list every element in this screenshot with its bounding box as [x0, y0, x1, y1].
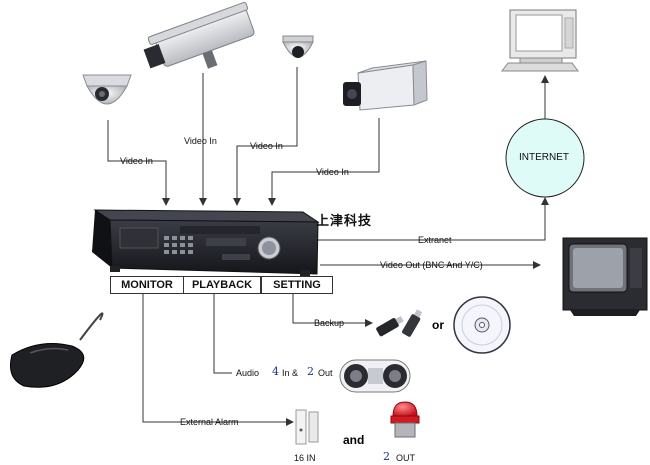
alarm-sensor-icon [295, 409, 319, 445]
audio-in-text: In & [282, 368, 299, 378]
box-camera-icon [143, 1, 255, 69]
bullet-camera-icon [343, 60, 428, 111]
setting-button[interactable]: SETTING [261, 276, 333, 294]
video-out-label: Video Out (BNC And Y/C) [380, 260, 483, 270]
alarm-in-label: 16 IN [294, 453, 316, 463]
dvr-recorder-icon [92, 209, 320, 276]
internet-label: INTERNET [519, 152, 569, 163]
audio-in-count: 4 [272, 365, 279, 378]
playback-button[interactable]: PLAYBACK [183, 276, 261, 294]
mini-dome-camera-icon [282, 35, 314, 58]
company-chinese-title: 上津科技 [316, 214, 373, 229]
extranet-label: Extranet [418, 235, 452, 245]
tv-monitor-icon [562, 237, 648, 316]
video-in-label-3: Video In [250, 141, 283, 151]
alarm-out-text: OUT [396, 453, 415, 463]
audio-out-count: 2 [307, 365, 314, 378]
internet-cloud [505, 118, 585, 198]
video-in-label-1: Video In [120, 156, 153, 166]
external-alarm-label: External Alarm [180, 417, 239, 427]
video-in-label-4: Video In [316, 167, 349, 177]
backup-label: Backup [314, 318, 345, 328]
usb-drive-icon [376, 309, 423, 337]
audio-label: Audio [236, 368, 260, 378]
speaker-icon [339, 359, 411, 393]
alarm-out-count: 2 [383, 450, 390, 463]
audio-out-text: Out [318, 368, 333, 378]
monitor-button[interactable]: MONITOR [110, 276, 184, 294]
cd-disc-icon [453, 296, 511, 354]
or-label: or [432, 318, 444, 332]
alarm-siren-icon [390, 401, 420, 438]
connection-lines [107, 67, 549, 426]
and-label: and [343, 433, 365, 447]
video-in-label-2: Video In [184, 136, 217, 146]
computer-icon [501, 9, 579, 72]
mouse-icon [10, 312, 104, 388]
dome-camera-icon [82, 74, 132, 105]
